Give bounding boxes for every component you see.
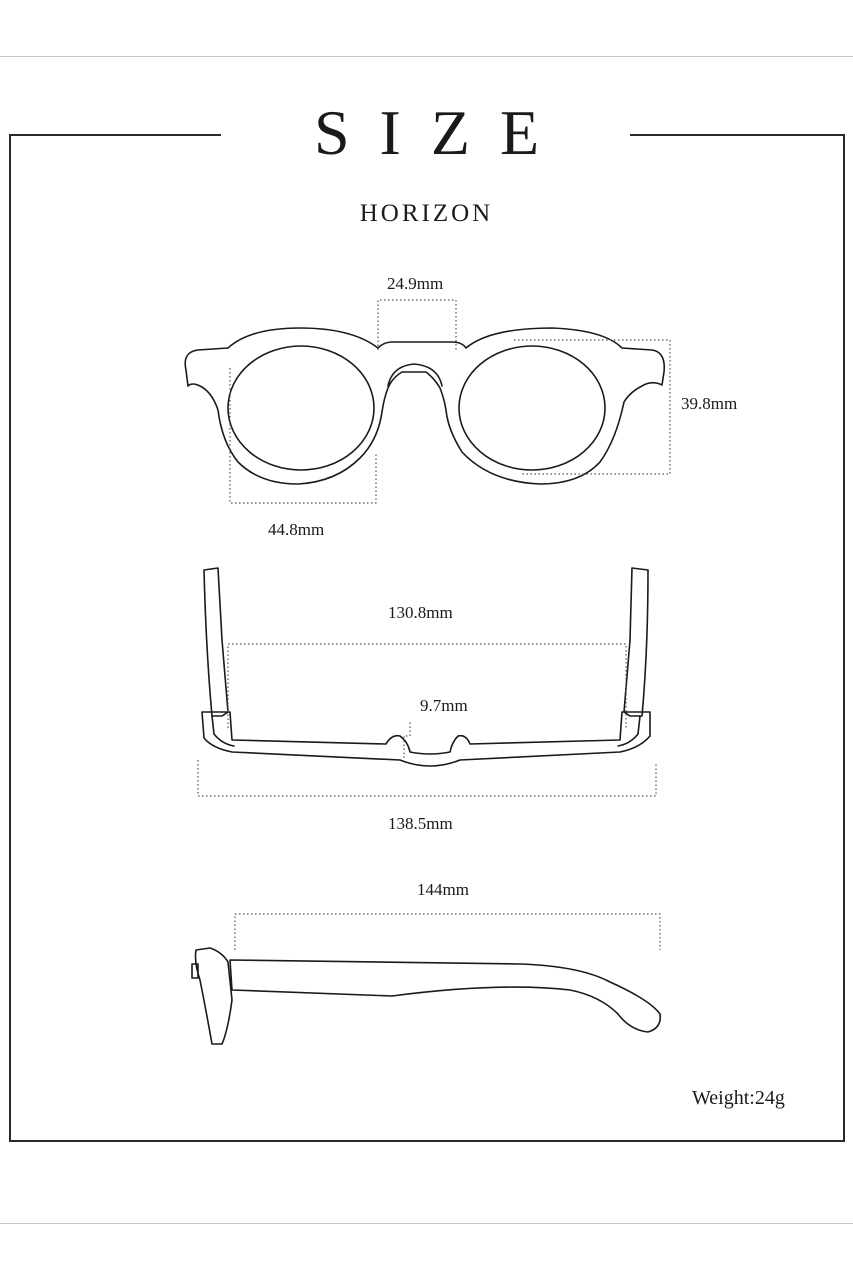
top-divider: [0, 56, 853, 57]
frame-top-inner: [211, 715, 235, 747]
lens-height-label: 39.8mm: [681, 394, 738, 413]
front-frame-outline: [184, 327, 666, 485]
front-view: [184, 299, 671, 504]
right-temple-top: [623, 567, 649, 717]
total-width-dimension-line: [197, 760, 657, 797]
frame-top-outline: [201, 711, 651, 767]
bridge-dimension-line: [377, 299, 457, 352]
right-lens: [458, 345, 606, 471]
lens-width-dimension-line: [229, 368, 377, 504]
frame-top-right: [630, 134, 843, 136]
lens-height-dimension-line: [514, 339, 671, 475]
frame-top-inner-right: [617, 715, 641, 747]
content-frame: [9, 134, 845, 1142]
total-width-label: 138.5mm: [388, 814, 453, 833]
frame-top-left: [9, 134, 221, 136]
weight-label: Weight:24g: [692, 1087, 785, 1109]
side-view: [191, 913, 662, 1045]
inner-width-label: 130.8mm: [388, 603, 453, 622]
lens-width-label: 44.8mm: [268, 520, 325, 539]
temple-length-dimension-line: [234, 913, 661, 950]
front-side-profile: [194, 947, 233, 1045]
top-view: [197, 567, 657, 797]
nose-pad-dimension-line: [403, 722, 411, 758]
bridge-width-label: 24.9mm: [387, 274, 444, 293]
hinge: [191, 963, 199, 979]
temple-length-label: 144mm: [417, 880, 469, 899]
left-lens: [227, 345, 375, 471]
bridge-inner: [387, 363, 443, 387]
bottom-divider: [0, 1223, 853, 1224]
nose-pad-label: 9.7mm: [420, 696, 468, 715]
temple-side: [229, 959, 662, 1033]
model-name: HORIZON: [359, 200, 494, 227]
inner-width-dimension-line: [227, 643, 627, 728]
page-title: SIZE: [313, 97, 570, 168]
left-temple-top: [203, 567, 229, 717]
